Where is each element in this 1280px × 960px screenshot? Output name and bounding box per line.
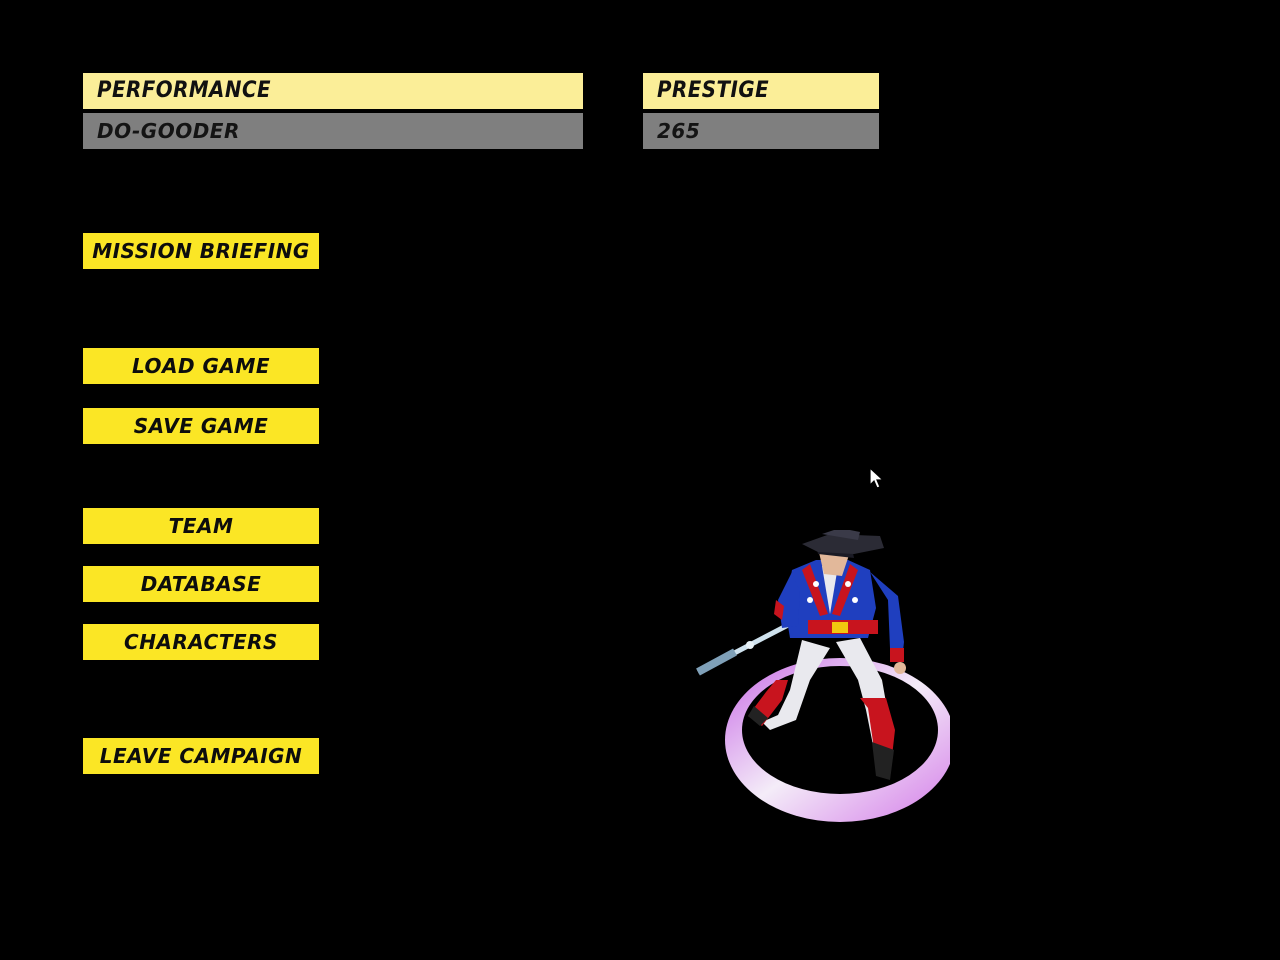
spear-weapon [696, 621, 792, 676]
leave-campaign-button[interactable]: LEAVE CAMPAIGN [83, 738, 319, 774]
prestige-header: PRESTIGE [643, 73, 879, 109]
load-game-button[interactable]: LOAD GAME [83, 348, 319, 384]
hero-legs [748, 638, 895, 780]
database-button[interactable]: DATABASE [83, 566, 319, 602]
mission-briefing-button[interactable]: MISSION BRIEFING [83, 233, 319, 269]
tricorn-hat [802, 530, 884, 554]
performance-value: DO-GOODER [83, 113, 583, 149]
save-game-button[interactable]: SAVE GAME [83, 408, 319, 444]
hero-character-model[interactable] [690, 530, 950, 830]
characters-button[interactable]: CHARACTERS [83, 624, 319, 660]
team-button[interactable]: TEAM [83, 508, 319, 544]
hero-torso [785, 560, 878, 638]
performance-header: PERFORMANCE [83, 73, 583, 109]
selection-ring [725, 658, 950, 822]
hero-arms [774, 572, 906, 674]
prestige-value: 265 [643, 113, 879, 149]
mouse-pointer-icon [869, 467, 885, 489]
